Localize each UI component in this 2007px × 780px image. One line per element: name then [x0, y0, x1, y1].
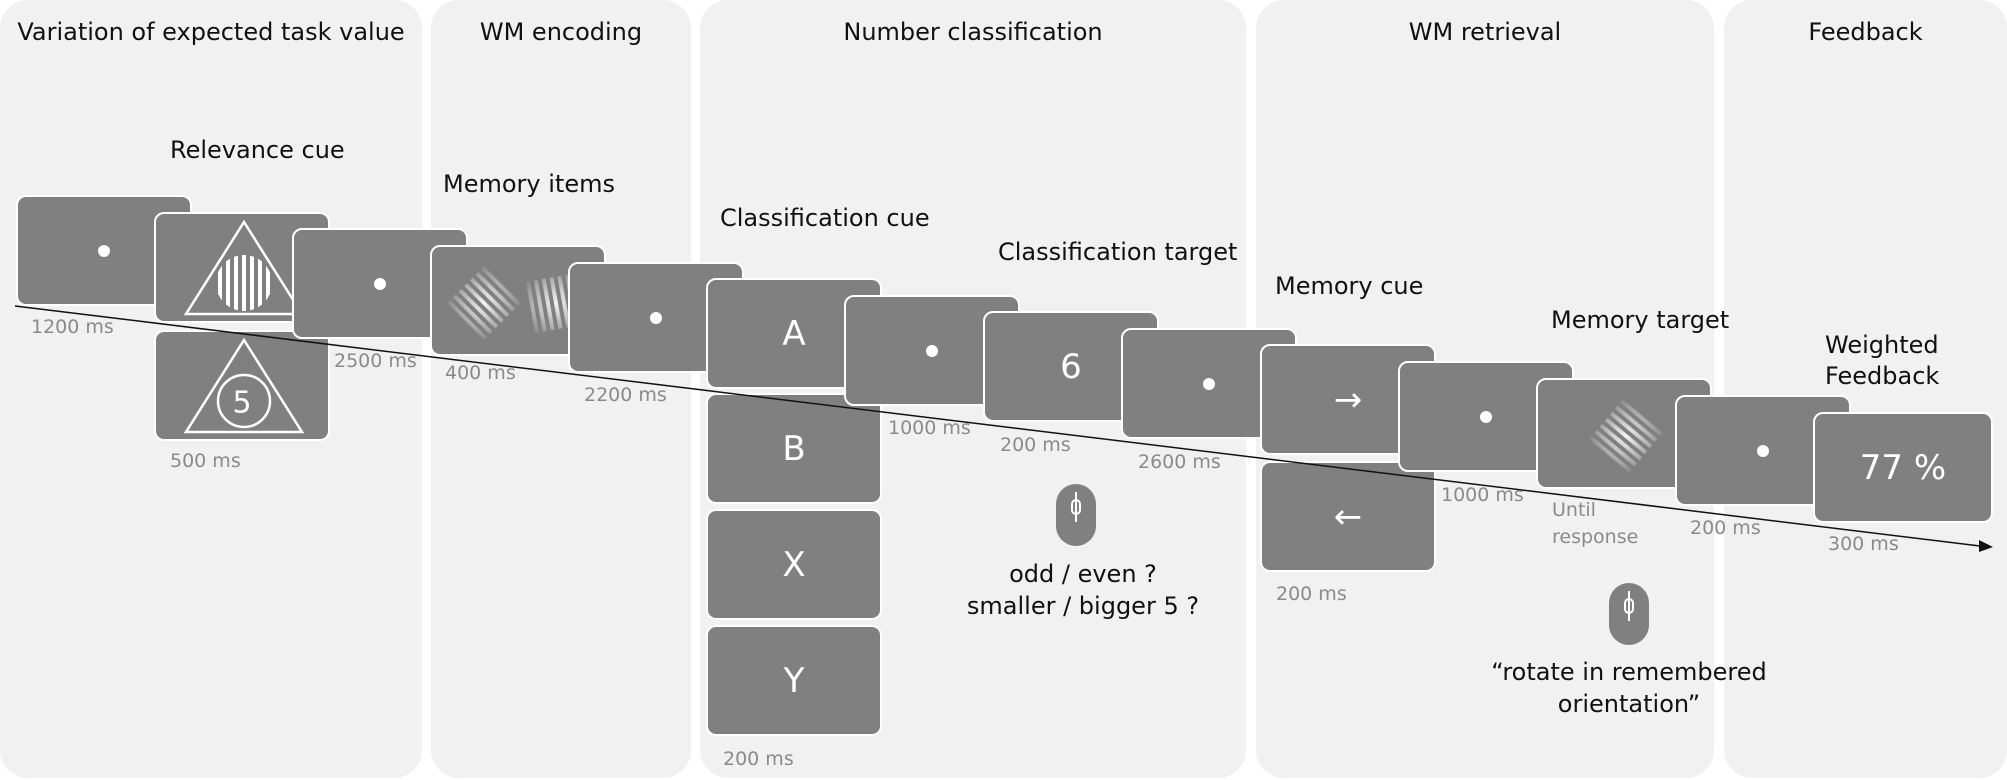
screen-relevance-cue-number: 5 [154, 330, 330, 441]
duration-fixation-2: 2500 ms [334, 350, 417, 372]
screen-classification-cue-x: X [706, 509, 882, 620]
panel-title: Variation of expected task value [17, 18, 405, 46]
duration-fixation-5: 2600 ms [1138, 451, 1221, 473]
relevance-number: 5 [232, 385, 252, 421]
label-memory-items: Memory items [443, 170, 615, 198]
grating-icon [216, 255, 272, 311]
fixation-dot [1480, 410, 1492, 423]
classification-question-line: smaller / bigger 5 ? [966, 592, 1200, 620]
fixation-dot [374, 277, 386, 290]
arrow-left-icon: ← [1333, 496, 1363, 537]
classification-cue-letter: B [782, 428, 806, 469]
fixation-dot [926, 344, 938, 357]
panel-title: WM retrieval [1408, 18, 1562, 46]
duration-fixation-3: 2200 ms [584, 384, 667, 406]
duration-relevance-cue: 500 ms [170, 450, 241, 472]
duration-memory-cue: 200 ms [1276, 583, 1347, 605]
screen-classification-cue-b: B [706, 393, 882, 504]
label-classification-target: Classification target [998, 238, 1238, 266]
classification-cue-letter: Y [783, 660, 805, 701]
duration-feedback: 300 ms [1828, 533, 1899, 555]
fixation-dot [650, 311, 662, 324]
label-feedback: Feedback [1825, 362, 1940, 390]
fixation-dot [1757, 444, 1769, 457]
mouse-icon [1056, 484, 1096, 546]
triangle-icon [183, 219, 305, 316]
feedback-value: 77 % [1859, 447, 1947, 488]
label-classification-cue: Classification cue [720, 204, 930, 232]
mouse-icon [1609, 583, 1649, 645]
label-memory-cue: Memory cue [1275, 272, 1424, 300]
classification-question-line: odd / even ? [1009, 560, 1157, 588]
label-weighted: Weighted [1825, 331, 1939, 359]
screen-classification-cue-y: Y [706, 625, 882, 736]
screen-feedback: 77 % [1813, 412, 1993, 523]
duration-memory-target-until: Until [1552, 499, 1596, 521]
label-memory-target: Memory target [1551, 306, 1730, 334]
retrieval-instruction: “rotate in remembered orientation” [1472, 656, 1786, 720]
duration-memory-items: 400 ms [445, 362, 516, 384]
duration-fixation-7: 200 ms [1690, 517, 1761, 539]
retrieval-instruction-line: “rotate in remembered [1491, 658, 1767, 686]
panel-title: Number classification [843, 18, 1103, 46]
panel-title: WM encoding [479, 18, 643, 46]
duration-fixation-1: 1200 ms [31, 316, 114, 338]
duration-classification-target: 200 ms [1000, 434, 1071, 456]
panel-title: Feedback [1808, 18, 1923, 46]
label-relevance-cue: Relevance cue [170, 136, 345, 164]
fixation-dot [98, 244, 110, 257]
duration-fixation-6: 1000 ms [1441, 484, 1524, 506]
classification-question: odd / even ? smaller / bigger 5 ? [940, 558, 1226, 622]
fixation-dot [1203, 377, 1215, 390]
duration-fixation-4: 1000 ms [888, 417, 971, 439]
duration-classification-cue: 200 ms [723, 748, 794, 770]
retrieval-instruction-line: orientation” [1557, 690, 1701, 718]
screen-memory-cue-left: ← [1260, 461, 1436, 572]
duration-memory-target-response: response [1552, 526, 1639, 548]
classification-cue-letter: X [782, 544, 806, 585]
